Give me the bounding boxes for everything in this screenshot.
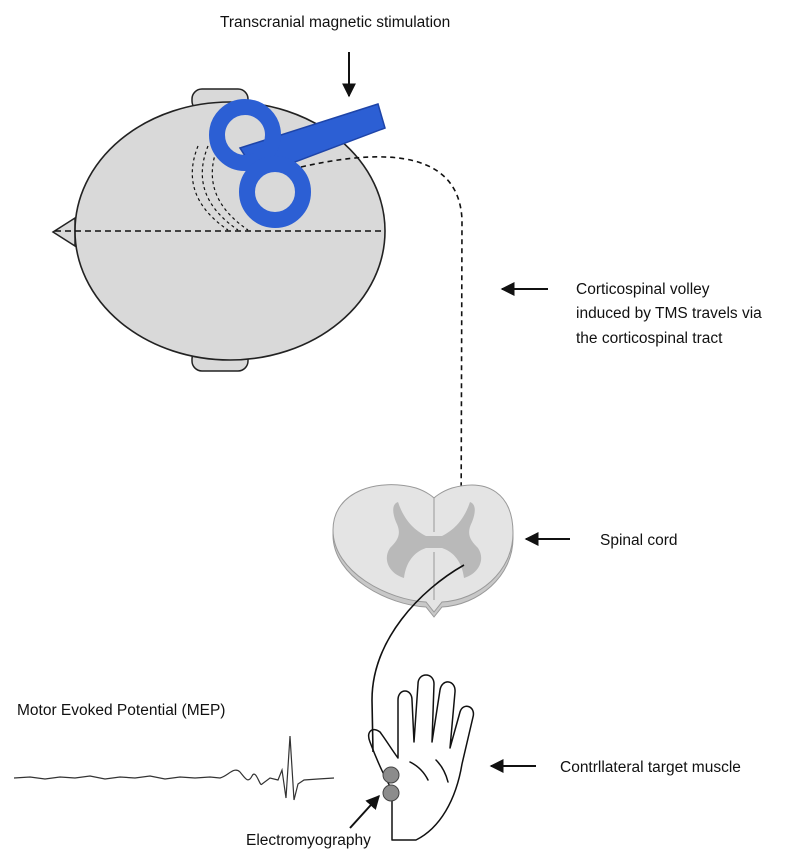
- volley-label-line3: the corticospinal tract: [576, 330, 723, 347]
- nose-icon: [53, 218, 75, 246]
- electrode-1: [383, 767, 399, 783]
- hand-crease-1: [410, 762, 428, 780]
- hand-icon: [369, 675, 474, 840]
- electrode-2: [383, 785, 399, 801]
- spinal-cord-icon: [333, 485, 513, 617]
- emg-label: Electromyography: [246, 832, 371, 849]
- emg-electrodes-icon: [383, 767, 399, 801]
- mep-label: Motor Evoked Potential (MEP): [17, 702, 225, 719]
- grey-commissure: [426, 536, 442, 548]
- mep-waveform-icon: [14, 736, 334, 800]
- hand-crease-2: [436, 760, 448, 782]
- volley-label-line2: induced by TMS travels via: [576, 305, 762, 322]
- target-muscle-label: Contrllateral target muscle: [560, 759, 741, 776]
- hand-outline: [369, 675, 474, 840]
- spinal-cord-label: Spinal cord: [600, 532, 678, 549]
- tms-label: Transcranial magnetic stimulation: [220, 14, 450, 31]
- emg-arrow: [350, 796, 379, 828]
- volley-label-line1: Corticospinal volley: [576, 281, 710, 298]
